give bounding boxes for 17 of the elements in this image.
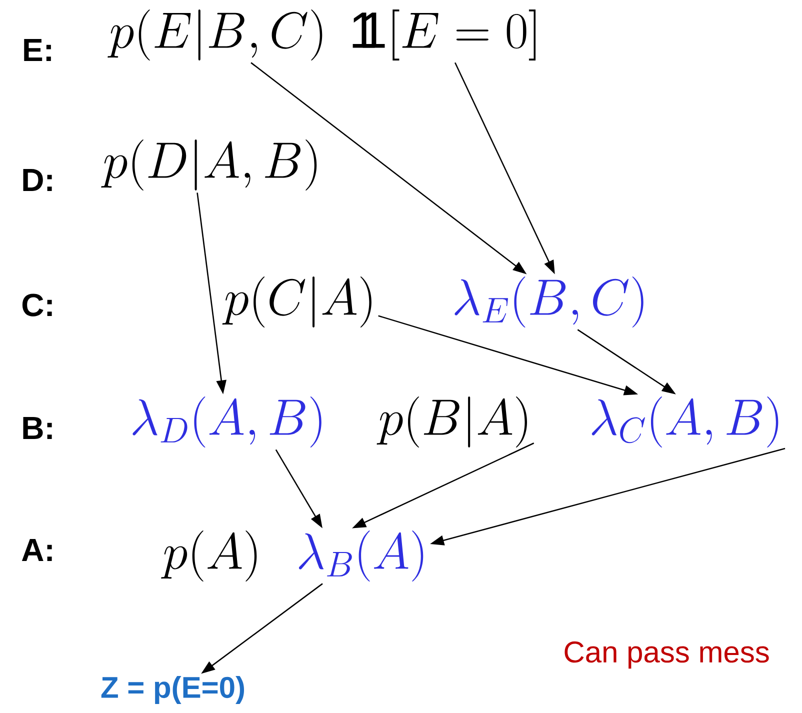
level-label: C: bbox=[22, 294, 52, 316]
formula: $p(D|A,B)$ bbox=[101, 140, 317, 190]
formula: $p(C|A)$ bbox=[222, 276, 372, 328]
formula: $\lambda_B(A)$ bbox=[298, 530, 424, 582]
formula: $p(E|B,C)$ bbox=[108, 10, 322, 60]
level-label: B: bbox=[23, 417, 52, 440]
level-label: A: bbox=[22, 539, 52, 562]
formula: $p(A)$ bbox=[161, 530, 257, 582]
formula: $\lambda_E(B,C)$ bbox=[454, 276, 644, 328]
formula: $p(B|A)$ bbox=[376, 396, 527, 448]
note-text: Can pass mess bbox=[564, 641, 769, 669]
formula: $\lambda_D(A,B)$ bbox=[132, 396, 322, 448]
level-label: D: bbox=[23, 169, 52, 192]
level-label: E: bbox=[24, 39, 51, 62]
result-text: Z = p(E=0) bbox=[101, 676, 244, 704]
formula: $\mathrm{1}\mkern-6.5mu\mathrm{1}[E=0]$ bbox=[352, 10, 536, 60]
formula: $\lambda_C(A,B)$ bbox=[592, 396, 778, 448]
